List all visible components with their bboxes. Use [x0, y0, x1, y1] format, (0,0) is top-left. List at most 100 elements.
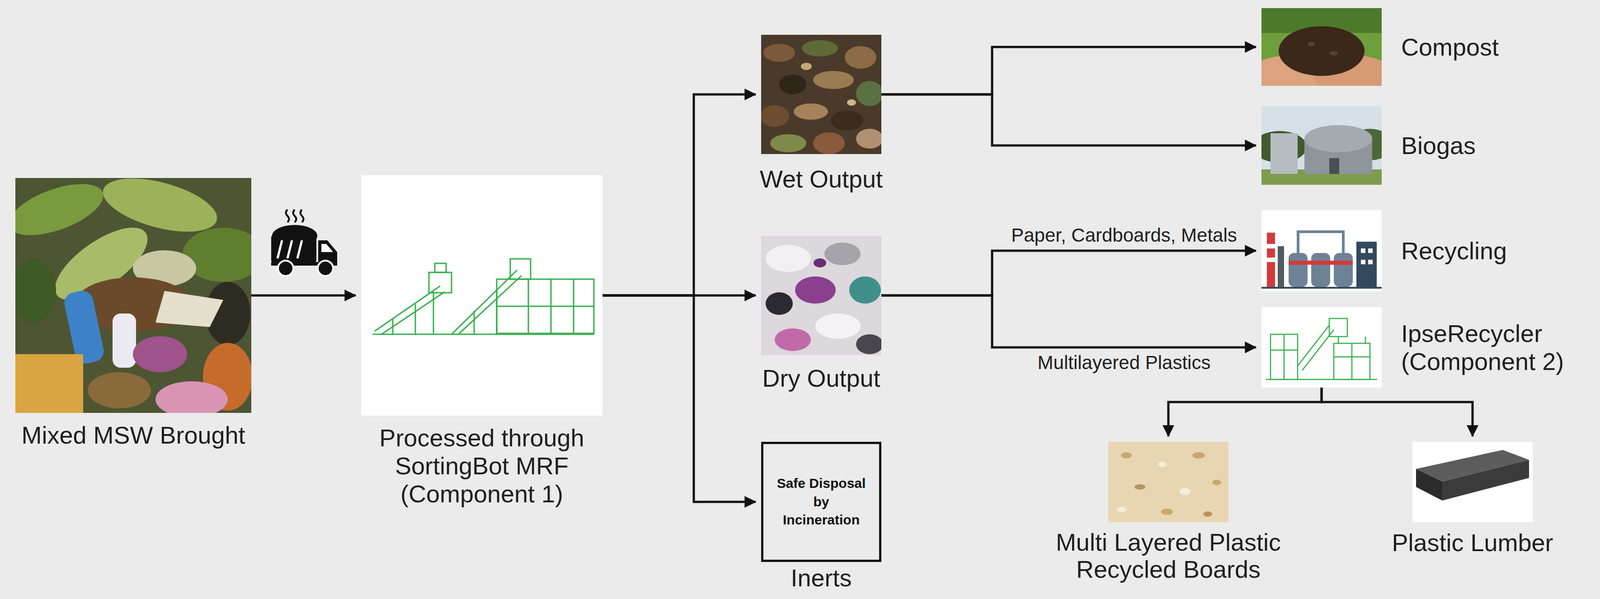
- scrap: [795, 276, 836, 304]
- flow-arrow: [881, 94, 1257, 146]
- ground-line: [1261, 287, 1382, 289]
- conveyor: [1297, 325, 1334, 371]
- sortingbot-drawing: [361, 175, 603, 416]
- truck-wheel: [317, 260, 334, 277]
- scrap: [813, 132, 845, 155]
- scrap: [765, 292, 793, 316]
- flow-arrow: [881, 295, 1257, 348]
- scrap: [856, 80, 882, 107]
- cabin-panels: [496, 279, 594, 334]
- soil-grain: [1307, 42, 1315, 47]
- ipserecycler-drawing: [1261, 307, 1382, 388]
- window: [1368, 248, 1373, 254]
- machine: [428, 272, 452, 293]
- board-surface: [1108, 442, 1229, 523]
- scrap: [800, 62, 812, 71]
- node-caption: Recycling: [1401, 236, 1507, 265]
- node-caption: Mixed MSW Brought: [6, 421, 260, 450]
- image-frame: [1261, 106, 1382, 185]
- flow-arrow: [881, 250, 1257, 296]
- node-caption: Processed through SortingBot MRF (Compon…: [355, 423, 609, 509]
- cardboard: [15, 354, 84, 414]
- lumber-side: [1442, 460, 1530, 501]
- node-caption: Wet Output: [744, 164, 899, 193]
- scrap: [844, 46, 877, 69]
- press-frame: [1333, 336, 1370, 380]
- edge-label: Multilayered Plastics: [1035, 352, 1214, 374]
- scrap: [849, 276, 881, 304]
- node-caption: Plastic Lumber: [1373, 528, 1572, 557]
- drawing-ground: [1261, 307, 1382, 388]
- edge-label: Paper, Cardboards, Metals: [1008, 224, 1240, 247]
- sorting-cabin: [496, 279, 594, 334]
- boards-photo: [1108, 442, 1229, 523]
- node-caption: Multi Layered Plastic Recycled Boards: [1028, 528, 1309, 584]
- image-node: IpseRecycler (Component 2): [1261, 307, 1591, 388]
- speckle: [1120, 452, 1132, 459]
- image-node: Plastic Lumber: [1373, 442, 1572, 557]
- speckle: [1179, 488, 1191, 496]
- flow-arrow: [881, 47, 1257, 95]
- flow-arrow: [1321, 387, 1473, 437]
- scrap: [813, 258, 827, 268]
- scrap: [813, 70, 854, 90]
- scrap: [830, 110, 864, 131]
- drawing-ground: [361, 175, 603, 416]
- node-caption: Biogas: [1401, 131, 1476, 160]
- odour-lines: [286, 209, 304, 223]
- leaf: [15, 178, 110, 246]
- recycling-icon: [1261, 210, 1382, 292]
- image-node: Recycling: [1261, 210, 1507, 292]
- image-frame: [1261, 210, 1382, 292]
- bottle: [112, 313, 137, 368]
- chimney-stripe: [1266, 244, 1276, 249]
- scrap: [793, 103, 829, 120]
- building: [1356, 241, 1377, 288]
- image-node: Mixed MSW Brought: [6, 178, 260, 450]
- bottle: [62, 288, 106, 366]
- window: [1360, 248, 1366, 254]
- speckle: [1157, 461, 1168, 468]
- wet-waste-photo: [761, 34, 882, 155]
- truck-wheel: [277, 260, 294, 277]
- scrap: [801, 40, 838, 57]
- scrap: [815, 313, 861, 339]
- image-frame: [1108, 442, 1229, 523]
- speckle: [1212, 480, 1222, 486]
- node-caption: Inerts: [744, 564, 899, 592]
- plant-lines: [1265, 318, 1378, 380]
- scrap: [761, 105, 790, 128]
- image-node: Processed through SortingBot MRF (Compon…: [355, 175, 609, 509]
- window: [1360, 259, 1366, 265]
- conveyor-support: [474, 289, 497, 335]
- flow-arrow: [1168, 387, 1322, 437]
- speckle: [1116, 507, 1127, 513]
- plant-lines: [372, 258, 594, 335]
- gas-dome: [1304, 125, 1373, 153]
- scrap: [770, 134, 807, 153]
- conveyor-support: [392, 291, 434, 335]
- waste-photo: [15, 178, 252, 414]
- lumber-end: [1416, 469, 1443, 501]
- chimney-stripe: [1266, 257, 1276, 263]
- scrap: [856, 128, 882, 149]
- compost-photo: [1261, 8, 1382, 86]
- image-node: Biogas: [1261, 106, 1476, 185]
- image-node: Compost: [1261, 8, 1499, 86]
- tank-band: [1288, 260, 1353, 265]
- truck-icon: [271, 209, 338, 277]
- tank: [1288, 253, 1308, 288]
- silo: [1270, 133, 1298, 175]
- chimney: [1266, 232, 1276, 288]
- process-box: Safe Disposal by IncinerationInerts: [744, 442, 899, 592]
- biogas-photo: [1261, 106, 1382, 185]
- image-node: Dry Output: [744, 235, 899, 393]
- dry-waste-photo: [761, 235, 882, 356]
- node-caption: Compost: [1401, 32, 1499, 62]
- tank: [1333, 253, 1353, 288]
- debris: [87, 372, 151, 409]
- plastic-bag: [155, 381, 228, 414]
